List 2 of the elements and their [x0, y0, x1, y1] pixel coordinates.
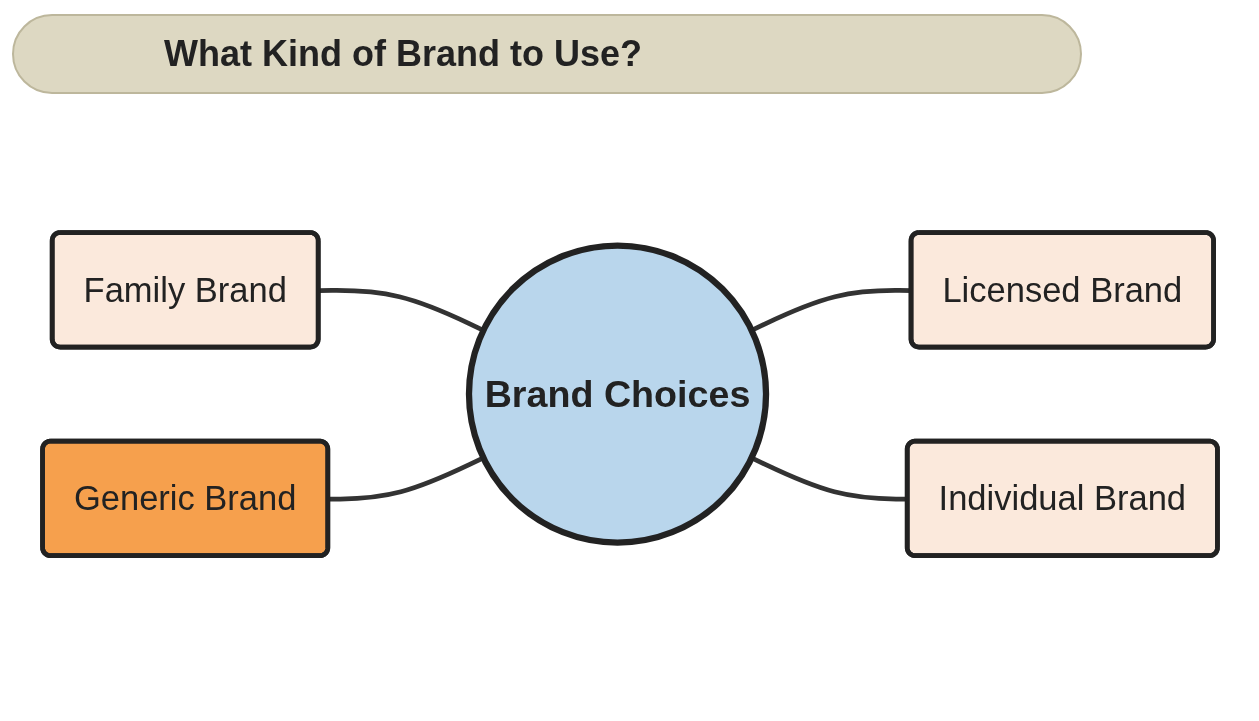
node-circle: Brand Choices: [465, 242, 769, 546]
title-banner: What Kind of Brand to Use?: [12, 14, 1082, 94]
